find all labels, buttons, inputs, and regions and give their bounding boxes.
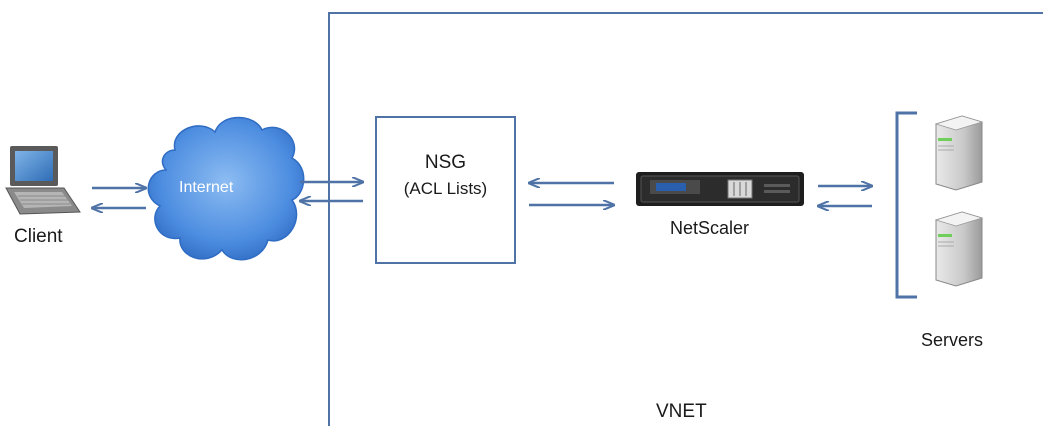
server-icon bbox=[934, 211, 984, 287]
nsg-title: NSG bbox=[424, 152, 467, 173]
internet-label: Internet bbox=[179, 179, 234, 196]
netscaler-appliance-icon bbox=[636, 172, 804, 206]
nsg-box: NSG (ACL Lists) bbox=[375, 116, 516, 264]
cloud-icon bbox=[147, 116, 305, 261]
vnet-label: VNET bbox=[656, 401, 707, 422]
nsg-subtitle: (ACL Lists) bbox=[403, 179, 488, 198]
client-label: Client bbox=[14, 226, 63, 247]
netscaler-label: NetScaler bbox=[670, 218, 750, 238]
server-icon bbox=[934, 115, 984, 191]
laptop-icon bbox=[5, 146, 81, 215]
servers-label: Servers bbox=[921, 330, 984, 350]
vnet-boundary bbox=[328, 12, 1043, 426]
servers-bracket bbox=[895, 111, 917, 299]
